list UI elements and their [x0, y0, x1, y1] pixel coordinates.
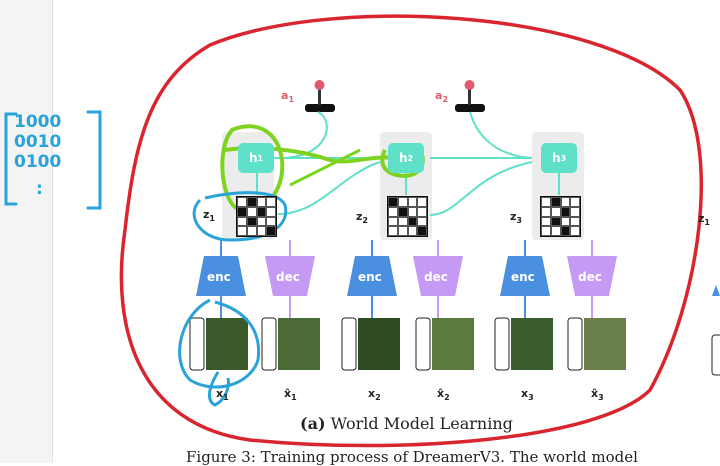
observation-frames [189, 317, 626, 371]
action-label-2: a2 [435, 89, 449, 105]
latent-label-4-partial: z1 [698, 212, 710, 228]
decoder-shape-1 [265, 256, 315, 296]
annotation-row-1: 1000 [14, 112, 62, 132]
decoder-shape-3 [567, 256, 617, 296]
latent-grid-1 [236, 196, 277, 237]
latent-label-1: z1 [203, 208, 215, 224]
recon-label-2: x̂2 [437, 387, 450, 403]
decoder-label-1: dec [276, 270, 300, 284]
obs-label-1: x1 [216, 387, 229, 403]
blue-circle-annotation-x [178, 298, 261, 389]
figure-caption: (a) World Model Learning [300, 414, 513, 433]
recon-label-1: x̂1 [284, 387, 297, 403]
obs-label-3: x3 [521, 387, 534, 403]
encoder-shape-3 [500, 256, 550, 296]
bottom-partial-caption: Figure 3: Training process of DreamerV3.… [186, 448, 638, 466]
decoder-label-3: dec [578, 270, 602, 284]
caption-text: World Model Learning [330, 414, 513, 433]
decoder-label-2: dec [424, 270, 448, 284]
decoder-shape-2 [413, 256, 463, 296]
joystick-icon-2 [455, 80, 485, 112]
joystick-icon-1 [305, 80, 335, 112]
latent-grid-3 [540, 196, 581, 237]
encoder-label-3: enc [511, 270, 535, 284]
annotation-row-3: 0100 [14, 152, 62, 172]
encoder-shape-2 [347, 256, 397, 296]
annotation-row-4: : [36, 179, 43, 199]
obs-label-2: x2 [368, 387, 381, 403]
annotation-bracket [4, 110, 102, 210]
latent-label-2: z2 [356, 210, 368, 226]
red-loop-annotation [119, 14, 704, 448]
encoder-label-1: enc [207, 270, 231, 284]
caption-prefix: (a) [300, 414, 326, 433]
sidebar-panel [0, 0, 53, 463]
encoder-shape-1 [196, 256, 246, 296]
latent-grid-2 [387, 196, 428, 237]
encoder-label-2: enc [358, 270, 382, 284]
annotation-row-2: 0010 [14, 132, 62, 152]
action-label-1: a1 [281, 89, 295, 105]
latent-label-3: z3 [510, 210, 522, 226]
recon-label-3: x̂3 [591, 387, 604, 403]
